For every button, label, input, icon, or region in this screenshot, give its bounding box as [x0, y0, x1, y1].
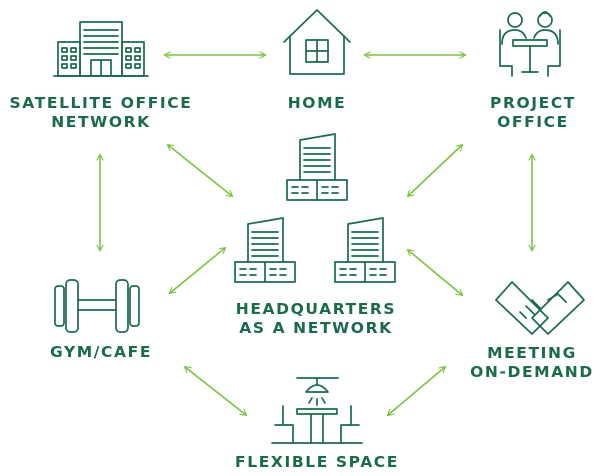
desk-with-lamp-icon — [271, 377, 363, 444]
home-label: HOME — [265, 94, 369, 113]
house-icon — [283, 9, 351, 75]
home-label-line1: HOME — [287, 94, 347, 112]
arrow-project-headquarters — [408, 145, 462, 196]
arrow-meeting-headquarters — [408, 250, 462, 295]
satellite-office-label-line1: SATELLITE OFFICE — [9, 94, 193, 112]
tower-buildings-icon — [234, 133, 396, 283]
handshake-icon — [495, 281, 585, 335]
arrow-satellite-headquarters — [168, 145, 232, 196]
project-office-label-line1: PROJECT — [490, 94, 576, 112]
headquarters-label: HEADQUARTERS AS A NETWORK — [222, 300, 410, 338]
arrow-gym-flexible — [185, 367, 246, 415]
satellite-office-label-line2: NETWORK — [51, 113, 151, 131]
office-building-icon — [53, 21, 149, 77]
meeting-on-demand-label-line2: ON-DEMAND — [470, 363, 594, 381]
gym-cafe-label: GYM/CAFE — [30, 343, 172, 362]
dumbbell-icon — [54, 279, 140, 333]
meeting-on-demand-label: MEETING ON-DEMAND — [462, 344, 602, 382]
arrow-gym-headquarters — [170, 248, 225, 293]
headquarters-label-line2: AS A NETWORK — [239, 319, 393, 337]
flexible-space-label: FLEXIBLE SPACE — [220, 453, 414, 472]
flexible-space-label-line1: FLEXIBLE SPACE — [235, 453, 399, 471]
people-at-table-icon — [499, 11, 561, 77]
meeting-on-demand-label-line1: MEETING — [487, 344, 577, 362]
gym-cafe-label-line1: GYM/CAFE — [49, 343, 153, 361]
arrow-meeting-flexible — [388, 367, 445, 415]
satellite-office-label: SATELLITE OFFICE NETWORK — [5, 94, 197, 132]
project-office-label: PROJECT OFFICE — [470, 94, 596, 132]
headquarters-label-line1: HEADQUARTERS — [235, 300, 397, 318]
project-office-label-line2: OFFICE — [497, 113, 569, 131]
